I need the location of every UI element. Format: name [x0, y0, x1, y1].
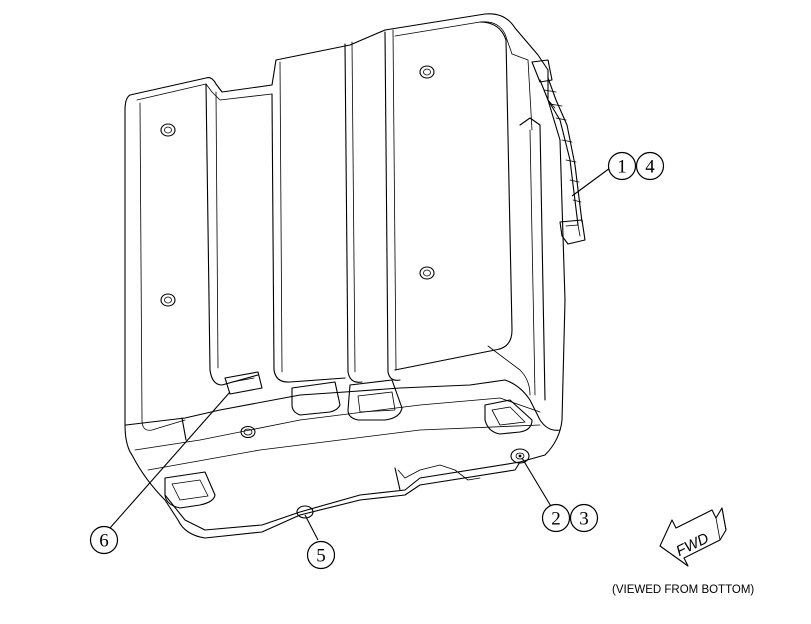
tank-body	[124, 13, 566, 539]
leader-lines	[109, 167, 611, 541]
fastener-holes	[160, 65, 530, 519]
strap-assembly	[531, 59, 586, 245]
callout-4: 4	[635, 151, 665, 181]
forward-arrow-icon: FWD	[659, 507, 727, 567]
view-caption: (VIEWED FROM BOTTOM)	[612, 584, 755, 596]
mounting-tabs	[164, 371, 533, 509]
leader-2	[521, 457, 553, 509]
callout-2: 2	[541, 503, 571, 533]
callout-1-label: 1	[617, 157, 627, 178]
callout-4-label: 4	[645, 157, 655, 178]
callout-2-label: 2	[551, 509, 561, 530]
leader-1	[571, 167, 611, 197]
callout-5: 5	[306, 540, 336, 570]
callout-3-label: 3	[579, 509, 589, 530]
callout-6-label: 6	[99, 531, 109, 552]
fwd-label: FWD	[673, 530, 711, 560]
leader-5	[304, 514, 319, 541]
leader-6	[109, 391, 231, 529]
callout-3: 3	[569, 503, 599, 533]
callout-6: 6	[89, 525, 119, 555]
callout-5-label: 5	[316, 546, 326, 567]
callout-1: 1	[607, 151, 637, 181]
